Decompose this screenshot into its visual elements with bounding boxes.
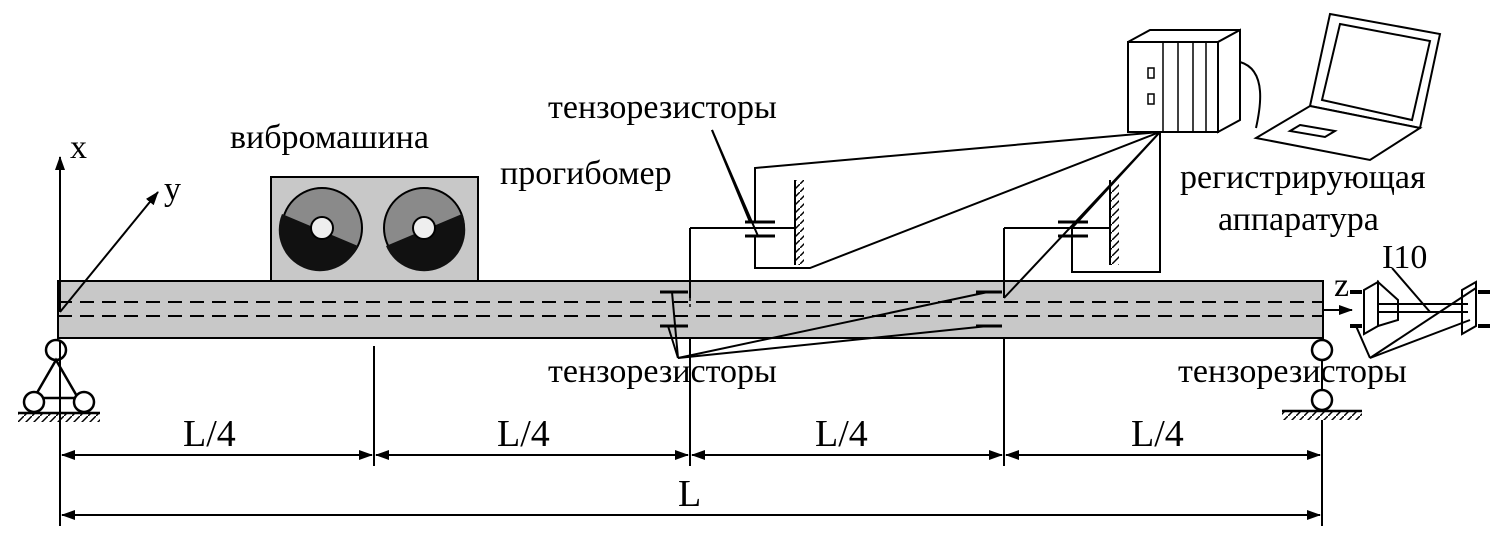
y-axis-arrow (59, 191, 159, 313)
coordinate-axes: x y z (55, 129, 1353, 315)
strain-gauges-top-label: тензорезисторы (548, 89, 777, 126)
span-quarter-4-label: L/4 (1131, 413, 1184, 455)
dimension-lines (59, 338, 1323, 526)
right-roller-support (1282, 338, 1362, 420)
strain-gauges-bottom-label: тензорезисторы (548, 353, 777, 390)
strain-gauges-right-label: тензорезисторы (1178, 353, 1407, 390)
signal-wires (754, 131, 1161, 299)
unbalanced-rotor-left (278, 187, 363, 272)
vibration-machine: вибромашина (230, 119, 479, 282)
recorder-label-line1: регистрирующая (1180, 159, 1426, 196)
recording-unit (1127, 28, 1241, 134)
axis-x-label: x (70, 129, 87, 166)
unbalanced-rotor-right (383, 187, 466, 272)
span-quarter-1-label: L/4 (183, 413, 236, 455)
deflectometer-label: прогибомер (500, 155, 672, 192)
axis-z-label: z (1334, 267, 1349, 304)
span-quarter-2-label: L/4 (497, 413, 550, 455)
recorder-label-line2: аппаратура (1218, 201, 1379, 238)
axis-y-label: y (164, 171, 181, 208)
vibromachine-label: вибромашина (230, 119, 429, 156)
i-beam-section (1350, 267, 1490, 359)
strain-gauges-beam: тензорезисторы (548, 290, 1002, 390)
laptop-icon (1239, 12, 1442, 162)
span-total-label: L (678, 473, 701, 515)
profile-label: I10 (1382, 239, 1427, 276)
strain-gauges-top: тензорезисторы (548, 89, 777, 237)
span-quarter-3-label: L/4 (815, 413, 868, 455)
